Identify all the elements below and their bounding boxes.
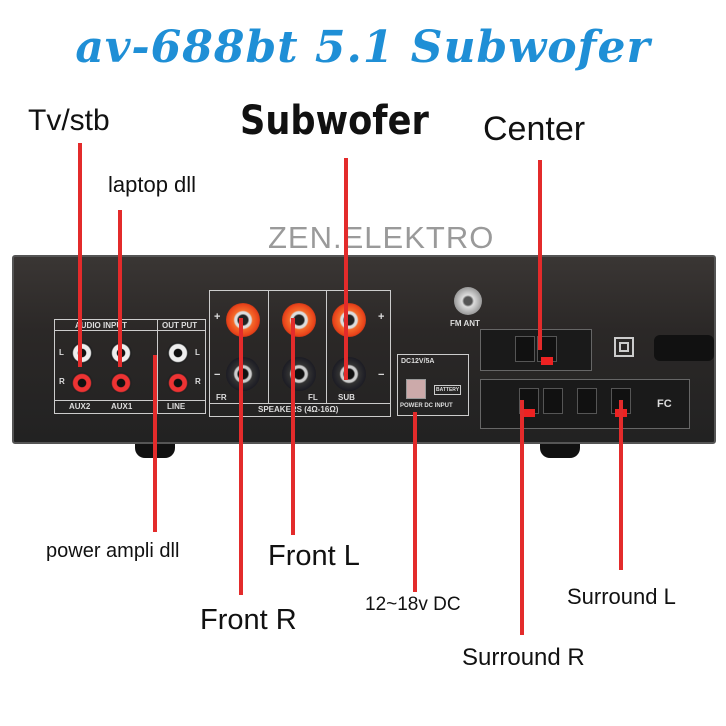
power-ampli-label: power ampli dll (46, 540, 180, 562)
aux1-right-jack[interactable] (110, 372, 132, 394)
center-label: Center (483, 110, 586, 148)
sub-minus-terminal[interactable] (332, 357, 366, 391)
surround-r-clip-red[interactable] (519, 388, 539, 417)
fr-label: FR (216, 393, 227, 402)
fm-antenna-connector[interactable] (454, 287, 482, 315)
left-label: L (195, 348, 200, 357)
laptop-label: laptop dll (108, 172, 197, 197)
fl-plus-terminal[interactable] (282, 303, 316, 337)
subwoofer-label: Subwofer (240, 98, 429, 144)
surround-r-line (520, 400, 524, 635)
power-dc-input-label: POWER DC INPUT (400, 403, 453, 409)
center-line (538, 160, 542, 350)
speaker-terminals: + + − − FR FL SUB SPEAKERS (4Ω-16Ω) (209, 290, 391, 417)
surround-l-clip-black[interactable] (577, 388, 597, 414)
sub-label: SUB (338, 393, 355, 402)
tv-stb-line (78, 143, 82, 367)
sub-plus-terminal[interactable] (332, 303, 366, 337)
fr-plus-terminal[interactable] (226, 303, 260, 337)
minus-label: − (214, 369, 221, 381)
speakers-label: SPEAKERS (4Ω-16Ω) (258, 405, 339, 414)
amplifier-rear-panel: AUDIO INPUT OUT PUT L R L R AUX2 AUX1 LI… (12, 255, 716, 444)
tv-stb-label: Tv/stb (28, 104, 110, 137)
aux2-left-jack[interactable] (71, 342, 93, 364)
surround-speaker-clips: FC (480, 379, 690, 429)
minus-label: − (378, 369, 385, 381)
dc-input-section: DC12V/5A BATTERY POWER DC INPUT (397, 354, 469, 416)
dc-rating-label: DC12V/5A (401, 358, 435, 365)
laptop-line (118, 210, 122, 367)
dc-line (413, 412, 417, 592)
front-l-label: Front L (268, 540, 360, 572)
page-title: av-688bt 5.1 Subwofer (75, 22, 651, 73)
fm-ant-label: FM ANT (450, 319, 480, 328)
front-l-line (291, 318, 295, 535)
center-speaker-clip (480, 329, 592, 371)
battery-label: BATTERY (434, 385, 462, 395)
aux2-right-jack[interactable] (71, 372, 93, 394)
front-r-line (239, 318, 243, 595)
double-insulation-icon (614, 337, 634, 357)
aux2-label: AUX2 (69, 402, 91, 411)
subwoofer-line (344, 158, 348, 380)
surround-l-label: Surround L (567, 584, 676, 609)
watermark: ZEN.ELEKTRO (268, 220, 495, 255)
surround-r-clip-black[interactable] (543, 388, 563, 414)
fr-minus-terminal[interactable] (226, 357, 260, 391)
rca-section: AUDIO INPUT OUT PUT L R L R AUX2 AUX1 LI… (54, 319, 206, 414)
fl-label: FL (308, 393, 318, 402)
line-out-left-jack[interactable] (167, 342, 189, 364)
line-label: LINE (167, 402, 186, 411)
power-ampli-line (153, 355, 157, 532)
right-label: R (195, 377, 201, 386)
fl-minus-terminal[interactable] (282, 357, 316, 391)
left-label: L (59, 348, 64, 357)
plus-label: + (214, 311, 221, 323)
audio-input-label: AUDIO INPUT (75, 321, 127, 330)
surround-l-line (619, 400, 623, 570)
aux1-label: AUX1 (111, 402, 133, 411)
center-clip-red[interactable] (537, 336, 557, 365)
power-cord (654, 335, 714, 361)
plus-label: + (378, 311, 385, 323)
dc-power-jack[interactable] (406, 379, 426, 399)
dc-label: 12~18v DC (365, 594, 461, 615)
surround-r-label: Surround R (462, 644, 585, 671)
front-r-label: Front R (200, 604, 297, 636)
center-clip-black[interactable] (515, 336, 535, 362)
output-label: OUT PUT (162, 321, 198, 330)
line-out-right-jack[interactable] (167, 372, 189, 394)
fc-mark: FC (657, 398, 672, 410)
right-label: R (59, 377, 65, 386)
